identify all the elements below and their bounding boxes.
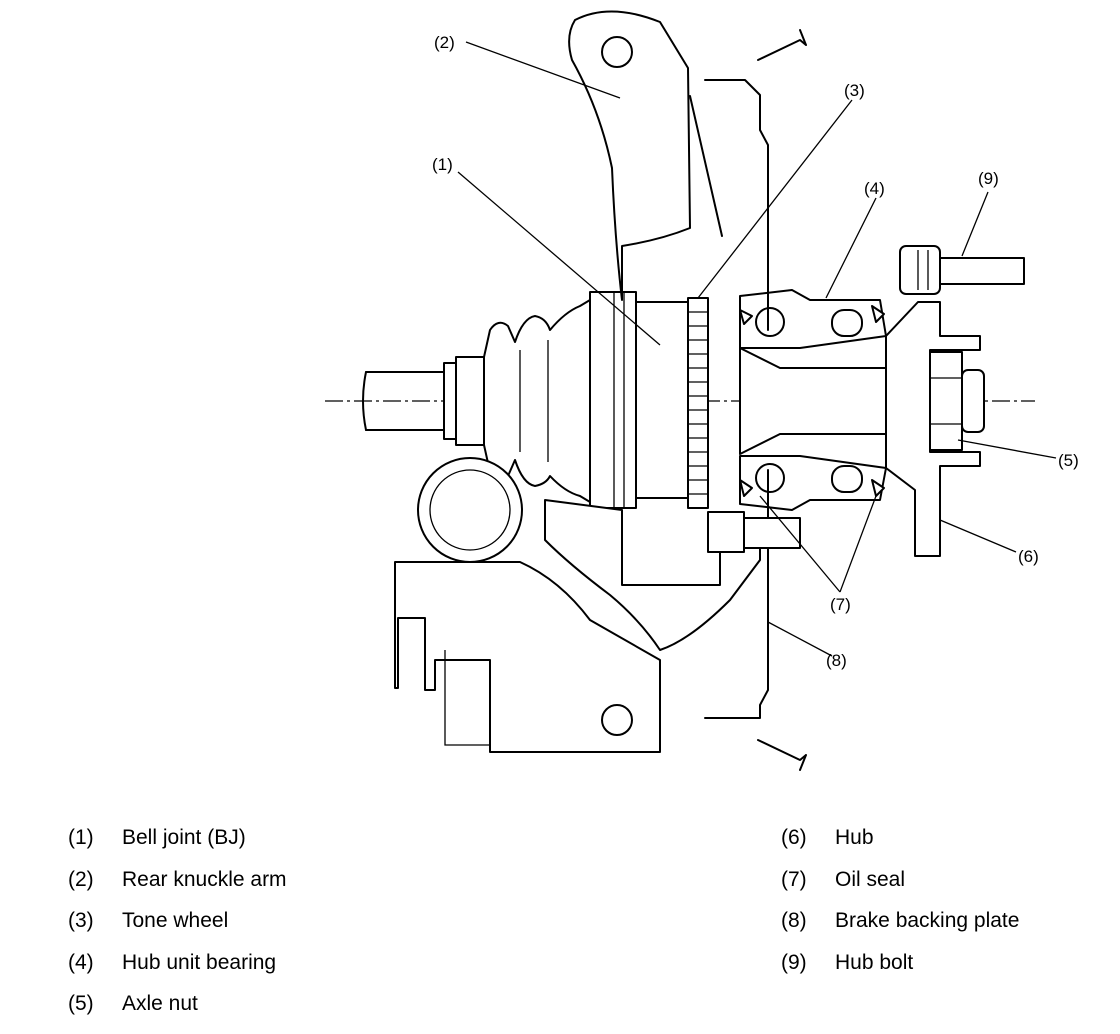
legend-item: (6) Hub [781, 826, 1019, 868]
callout-3: (3) [844, 81, 865, 100]
legend-number: (5) [68, 992, 94, 1015]
legend-number: (9) [781, 950, 807, 974]
legend-number: (1) [68, 826, 94, 849]
hub-flange [885, 301, 981, 557]
rear-axle-hub-cross-section-diagram: (1) (2) (3) (4) (5) (6) (7) (8) (9) [325, 10, 1079, 771]
legend-item: (1) Bell joint (BJ) [68, 826, 287, 868]
knuckle-lower-body [394, 457, 761, 753]
legend-label: Brake backing plate [835, 909, 1020, 932]
tone-wheel [687, 297, 709, 509]
oil-seals [739, 305, 885, 497]
callout-6: (6) [1018, 547, 1039, 566]
legend-number: (7) [781, 867, 807, 891]
callout-leader-lines [457, 41, 1057, 657]
legend-label: Rear knuckle arm [122, 867, 287, 891]
legend-column-right: (6) Hub (7) Oil seal (8) Brake backing plat… [781, 826, 1019, 992]
legend-label: Tone wheel [122, 909, 229, 932]
parts-legend: (1) Bell joint (BJ) (2) Rear knuckle arm (… [0, 826, 1120, 1032]
legend-item: (4) Hub unit bearing [68, 951, 287, 993]
legend-item: (7) Oil seal [781, 868, 1019, 910]
callout-9: (9) [978, 169, 999, 188]
callout-8: (8) [826, 651, 847, 670]
legend-label: Oil seal [835, 867, 906, 891]
legend-item: (9) Hub bolt [781, 951, 1019, 993]
legend-column-left: (1) Bell joint (BJ) (2) Rear knuckle arm (… [68, 826, 287, 1034]
legend-number: (2) [68, 867, 94, 891]
legend-number: (3) [68, 909, 94, 932]
legend-label: Hub bolt [835, 950, 914, 974]
brake-backing-plate [704, 29, 807, 771]
callout-4: (4) [864, 179, 885, 198]
callout-1: (1) [432, 155, 453, 174]
rear-knuckle-arm [568, 10, 723, 301]
legend-label: Hub unit bearing [122, 950, 277, 974]
bell-joint [589, 291, 689, 509]
hub-bolt [899, 245, 1025, 295]
callout-7: (7) [830, 595, 851, 614]
callout-5: (5) [1058, 451, 1079, 470]
hub-unit-bearing [739, 289, 887, 511]
legend-item: (8) Brake backing plate [781, 909, 1019, 951]
legend-number: (4) [68, 950, 94, 974]
drive-shaft [362, 356, 485, 446]
legend-label: Hub [835, 826, 874, 849]
legend-item: (3) Tone wheel [68, 909, 287, 951]
legend-label: Bell joint (BJ) [122, 826, 246, 849]
legend-number: (8) [781, 909, 807, 932]
legend-item: (5) Axle nut [68, 992, 287, 1034]
legend-label: Axle nut [122, 992, 198, 1015]
legend-number: (6) [781, 826, 807, 849]
callout-2: (2) [434, 33, 455, 52]
hub-stub-and-axle-nut [739, 347, 985, 455]
legend-item: (2) Rear knuckle arm [68, 868, 287, 910]
